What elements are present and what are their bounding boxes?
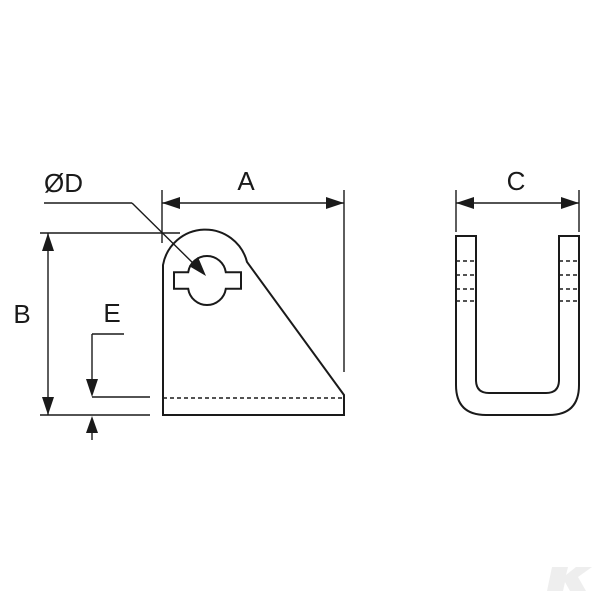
dimension-e-arrow-up	[86, 416, 98, 433]
u-profile-hole-dashes	[456, 260, 579, 302]
dimension-c-arrow-right	[561, 197, 579, 209]
bracket-side-view	[162, 228, 345, 416]
dimension-c-arrow-left	[456, 197, 474, 209]
dimension-a-arrow-left	[162, 197, 180, 209]
diameter-d-label: ØD	[44, 168, 83, 198]
dimension-b-arrow-top	[42, 233, 54, 251]
dimension-diameter-d: ØD	[44, 168, 206, 276]
dimension-b-arrow-bottom	[42, 397, 54, 415]
dimension-c: C	[455, 166, 580, 232]
dimension-b-label: B	[13, 299, 30, 329]
diameter-d-leader-diagonal	[131, 202, 200, 270]
u-profile-front-view	[455, 235, 580, 416]
k-logo-icon	[547, 567, 592, 591]
diameter-d-arrow	[189, 257, 206, 276]
dimension-e-arrow-down	[86, 379, 98, 397]
dimension-a-arrow-right	[326, 197, 344, 209]
dimension-c-label: C	[507, 166, 526, 196]
dimension-e: E	[86, 298, 150, 440]
dimension-b: B	[13, 232, 180, 416]
bracket-outline	[162, 228, 345, 416]
dimension-a-label: A	[237, 166, 255, 196]
u-profile-outline	[455, 235, 580, 416]
keyed-hole	[173, 255, 242, 306]
dimension-a: A	[161, 166, 345, 372]
dimension-e-label: E	[103, 298, 120, 328]
